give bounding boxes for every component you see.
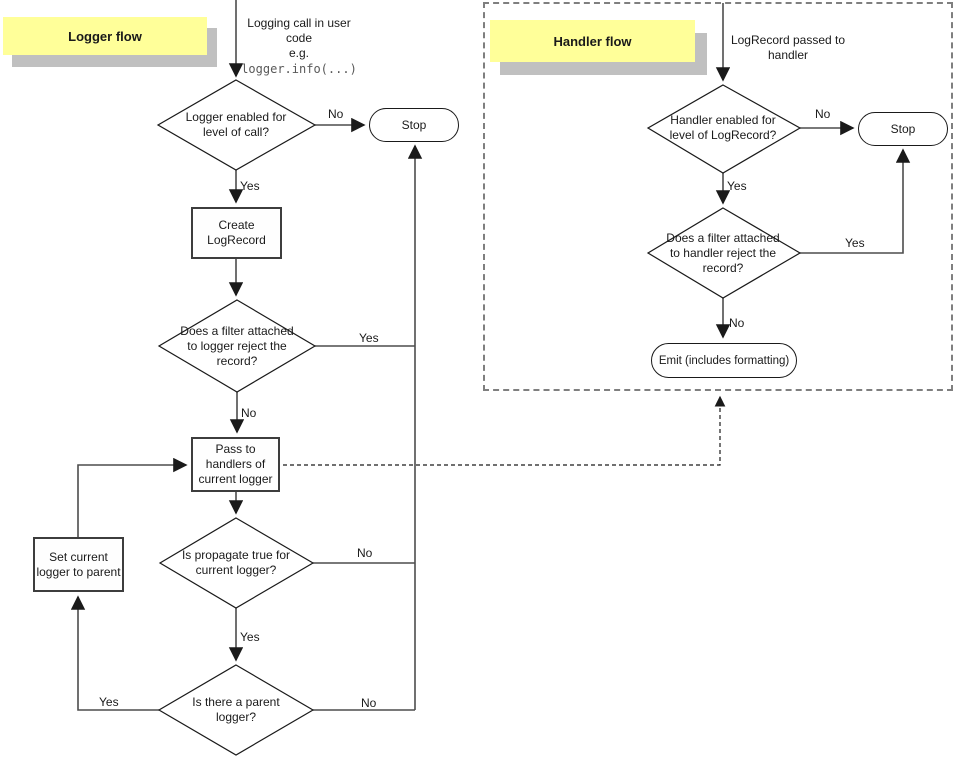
pass-to-handlers-node: Pass to handlers of current logger: [191, 437, 280, 492]
label-propagate-yes: Yes: [240, 630, 260, 644]
label-parent-yes: Yes: [99, 695, 119, 709]
emit-text: Emit (includes formatting): [658, 354, 790, 367]
logger-stop-node: Stop: [369, 108, 459, 142]
decision-handler-filter-text: Does a filter attached to handler reject…: [666, 231, 780, 275]
label-hfilter-no: No: [729, 316, 745, 330]
label-propagate-no: No: [357, 546, 373, 560]
edge-hfilter-yes-to-stop: [800, 148, 911, 254]
logger-flow-title: Logger flow: [3, 17, 207, 55]
label-henabled-no: No: [815, 107, 831, 121]
label-filter-no: No: [241, 406, 257, 420]
label-hfilter-yes: Yes: [845, 236, 865, 250]
decision-logger-enabled: [156, 79, 317, 171]
decision-propagate-text: Is propagate true for current logger?: [181, 548, 291, 577]
handler-start-note: LogRecord passed to handler: [730, 33, 846, 62]
logger-start-note: Logging call in user code e.g. logger.in…: [227, 16, 371, 77]
label-enabled-yes: Yes: [240, 179, 260, 193]
label-henabled-yes: Yes: [727, 179, 747, 193]
handler-flow-title: Handler flow: [490, 20, 695, 62]
label-filter-yes: Yes: [359, 331, 379, 345]
handler-flow-title-text: Handler flow: [553, 33, 632, 49]
decision-handler-enabled-text: Handler enabled for level of LogRecord?: [669, 113, 777, 142]
decision-propagate: [158, 517, 315, 609]
decision-parent-logger-text: Is there a parent logger?: [192, 695, 280, 724]
decision-parent-logger: [157, 664, 315, 756]
decision-logger-filter-text: Does a filter attached to logger reject …: [180, 324, 294, 368]
logger-start-note-code: logger.info(...): [241, 62, 357, 76]
decision-handler-filter: [646, 207, 802, 299]
decision-logger-enabled-text: Logger enabled for level of call?: [185, 110, 287, 139]
handler-stop-text: Stop: [890, 122, 916, 136]
create-logrecord-node: Create LogRecord: [191, 207, 282, 259]
edge-pass-to-handler-flow-dashed: [283, 395, 726, 466]
label-enabled-no: No: [328, 107, 344, 121]
label-parent-no: No: [361, 696, 377, 710]
logger-stop-text: Stop: [401, 118, 427, 132]
emit-node: Emit (includes formatting): [651, 343, 797, 378]
logger-start-note-text: Logging call in user code e.g.: [247, 16, 351, 60]
handler-flow-container: [483, 2, 953, 391]
decision-logger-filter: [157, 299, 317, 393]
decision-handler-enabled: [646, 84, 802, 174]
set-current-logger-node: Set current logger to parent: [33, 537, 124, 592]
logger-flow-title-text: Logger flow: [68, 28, 142, 44]
edge-parent-yes-to-set: [70, 595, 159, 711]
edge-set-to-pass: [77, 457, 188, 537]
handler-stop-node: Stop: [858, 112, 948, 146]
